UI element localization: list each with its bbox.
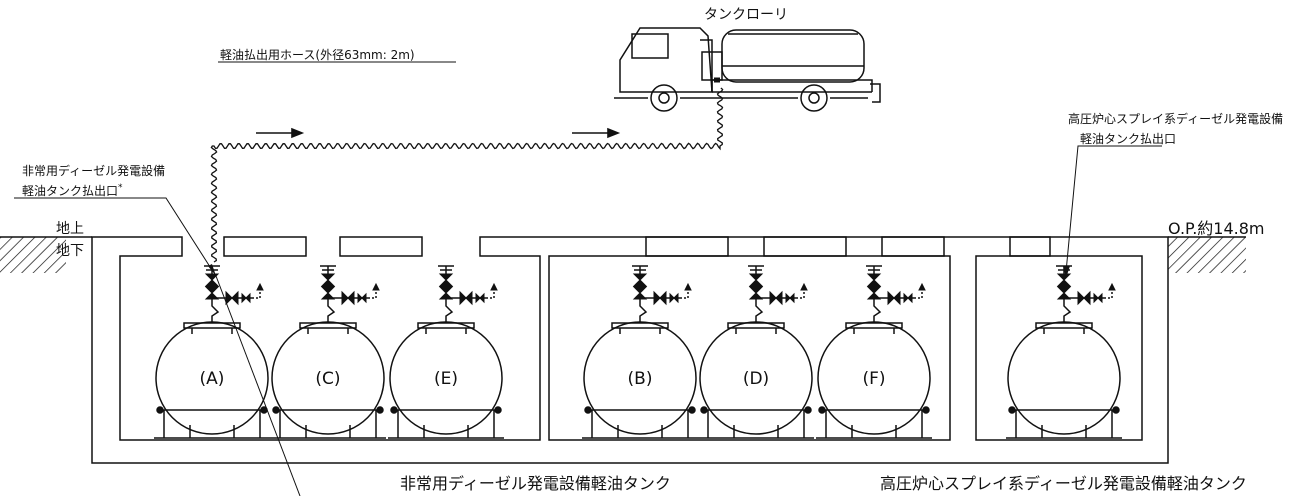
hpcs-outlet-label-line1: 高圧炉心スプレイ系ディーゼル発電設備 [1068, 112, 1284, 126]
fuel-tank-e: (E) [388, 265, 504, 439]
hpcs-tank-caption: 高圧炉心スプレイ系ディーゼル発電設備軽油タンク [880, 474, 1247, 493]
emergency-outlet-label-line2: 軽油タンク払出口* [22, 183, 123, 198]
fuel-tank-c: (C) [270, 265, 386, 439]
tank-label: (B) [628, 369, 653, 389]
vault-structure [91, 236, 1169, 464]
tank-lorry-label: タンクローリ [704, 7, 788, 23]
fuel-tank-hpcs [1006, 265, 1122, 439]
fuel-tank-b: (B) [582, 265, 698, 439]
elevation-label: O.P.約14.8m [1168, 219, 1265, 238]
fuel-tank-f: (F) [816, 265, 932, 439]
fuel-hose [210, 87, 724, 263]
ground-hatch-right [1168, 237, 1246, 273]
fuel-tank-a: (A) [154, 265, 270, 439]
emergency-tanks-caption: 非常用ディーゼル発電設備軽油タンク [400, 474, 671, 493]
tank-label: (E) [434, 369, 458, 389]
tank-label: (A) [200, 369, 225, 389]
flow-arrow [256, 127, 305, 139]
tank-label: (F) [862, 369, 885, 389]
hpcs-outlet-label-line2: 軽油タンク払出口 [1080, 132, 1177, 146]
tank-label: (C) [315, 369, 340, 389]
ground-below-label: 地下 [56, 243, 84, 259]
fuel-tank-d: (D) [698, 265, 814, 439]
tanks-layer: (A) (C) (E) (B) (D) (F) [154, 265, 1122, 439]
ground-above-label: 地上 [56, 221, 84, 237]
emergency-outlet-mark: * [118, 183, 123, 193]
tank-lorry-icon [614, 27, 881, 112]
leader-arrowhead [208, 264, 216, 276]
flow-arrow [572, 127, 621, 139]
hose-label: 軽油払出用ホース(外径63mm: 2m) [220, 48, 415, 62]
emergency-outlet-label-line1: 非常用ディーゼル発電設備 [22, 164, 166, 178]
leader-arrowhead [1063, 266, 1070, 278]
leader-lines [14, 61, 1162, 497]
tank-label: (D) [743, 369, 769, 389]
ground-hatch-left [0, 237, 66, 273]
